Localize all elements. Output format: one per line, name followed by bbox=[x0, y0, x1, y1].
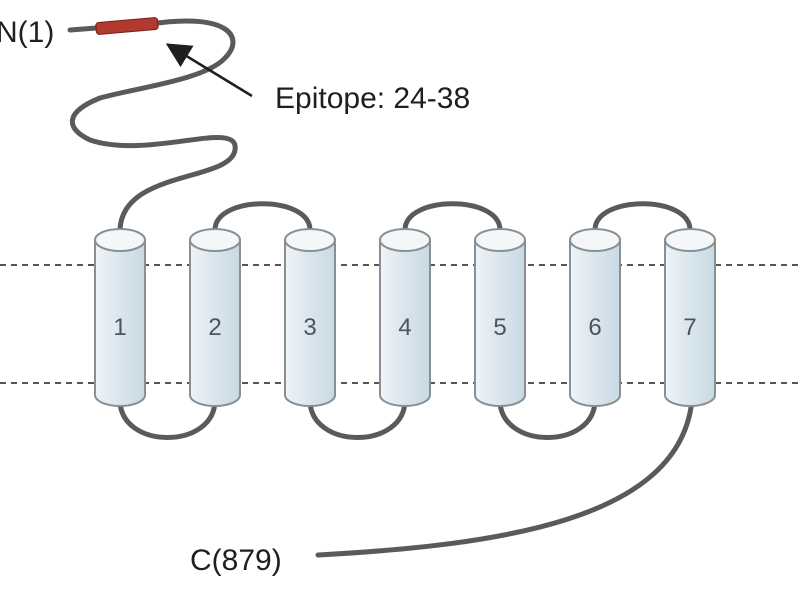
helix-number-label: 1 bbox=[113, 314, 126, 341]
intracellular-loop-3-4 bbox=[307, 399, 408, 440]
c-terminal-chain bbox=[315, 397, 695, 558]
helix-body bbox=[474, 239, 526, 407]
helix-top-cap bbox=[379, 228, 431, 252]
helix-2: 2 bbox=[189, 228, 241, 407]
helix-number-label: 5 bbox=[493, 314, 506, 341]
helix-body bbox=[664, 239, 716, 407]
epitope-segment bbox=[95, 17, 159, 35]
helix-5: 5 bbox=[474, 228, 526, 407]
n-terminal-chain bbox=[67, 18, 238, 233]
epitope-arrow bbox=[165, 43, 253, 98]
helix-4: 4 bbox=[379, 228, 431, 407]
helix-body bbox=[379, 239, 431, 407]
epitope-label: Epitope: 24-38 bbox=[275, 82, 470, 115]
helix-1: 1 bbox=[94, 228, 146, 407]
helix-6: 6 bbox=[569, 228, 621, 407]
helix-number-label: 3 bbox=[303, 314, 316, 341]
helix-body bbox=[189, 239, 241, 407]
helix-top-cap bbox=[664, 228, 716, 252]
n-terminus-label: N(1) bbox=[0, 16, 54, 49]
c-terminus-label: C(879) bbox=[190, 544, 282, 577]
intracellular-loop-5-6 bbox=[497, 399, 598, 440]
helix-body bbox=[94, 239, 146, 407]
extracellular-loop-2-3 bbox=[212, 201, 313, 231]
helix-top-cap bbox=[284, 228, 336, 252]
helix-body bbox=[569, 239, 621, 407]
helix-3: 3 bbox=[284, 228, 336, 407]
extracellular-loop-4-5 bbox=[402, 201, 503, 231]
helix-body bbox=[284, 239, 336, 407]
helix-top-cap bbox=[94, 228, 146, 252]
transmembrane-helices: 1 2 3 4 5 6 7 bbox=[94, 228, 716, 407]
helix-number-label: 2 bbox=[208, 314, 221, 341]
helix-7: 7 bbox=[664, 228, 716, 407]
helix-top-cap bbox=[569, 228, 621, 252]
intracellular-loop-1-2 bbox=[117, 399, 218, 440]
helix-top-cap bbox=[189, 228, 241, 252]
helix-number-label: 4 bbox=[398, 314, 411, 341]
extracellular-loop-6-7 bbox=[592, 201, 693, 231]
helix-top-cap bbox=[474, 228, 526, 252]
helix-number-label: 6 bbox=[588, 314, 601, 341]
helix-number-label: 7 bbox=[683, 314, 696, 341]
